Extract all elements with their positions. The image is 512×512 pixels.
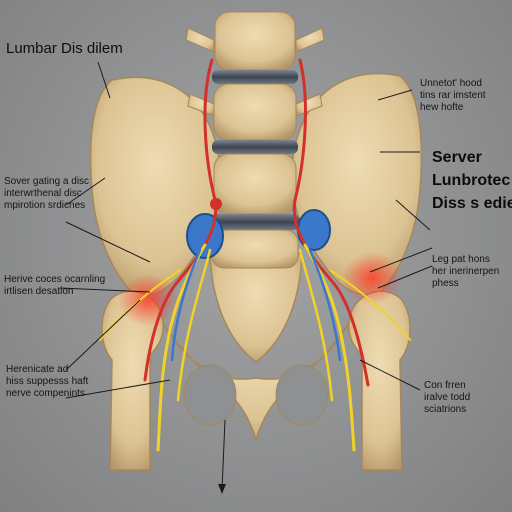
vertebra-2 (213, 83, 297, 141)
disc-3 (210, 214, 300, 230)
left-transverse-process-2 (187, 93, 215, 117)
leader-lines (59, 61, 433, 491)
right-transverse-process-2 (295, 93, 323, 117)
label-server-line2: Lunbrotec (432, 172, 511, 189)
vertebra-1 (214, 11, 296, 71)
label-top-right: Unnetot' hood tins rar imstent hew hofte (420, 78, 486, 113)
left-transverse-process (185, 27, 215, 53)
label-server-line3: Diss s edies (432, 195, 512, 212)
left-hip-inflammation (118, 274, 178, 326)
vertebra-4 (211, 229, 299, 269)
right-obturator (275, 364, 329, 426)
diagram-title: Lumbar Dis dilem (6, 40, 123, 57)
arrow-head (218, 484, 226, 494)
vessels-and-nerves (99, 58, 411, 452)
label-left-middle: Herive coces ocarnling irtlisen desation (4, 274, 106, 297)
right-herniation (297, 209, 331, 251)
label-left-upper: Sover gating a disc interwrthenal disc m… (4, 176, 90, 211)
disc-1 (212, 70, 298, 84)
label-left-lower: Herenicate ad hiss suppesss haft nerve c… (6, 364, 89, 399)
label-right-lower: Con frren iralve todd sciatrions (424, 380, 471, 415)
label-right-middle: Leg pat hons her inerinerpen phess (432, 254, 500, 289)
label-server-line1: Server (432, 149, 482, 166)
vertebra-3 (213, 153, 297, 215)
right-transverse-process (295, 27, 325, 53)
left-obturator (183, 364, 237, 426)
label-server-block: Server Lunbrotec Diss s edies (432, 146, 512, 215)
right-hip-inflammation (342, 252, 402, 304)
left-herniation (186, 213, 224, 259)
disc-2 (212, 140, 298, 154)
